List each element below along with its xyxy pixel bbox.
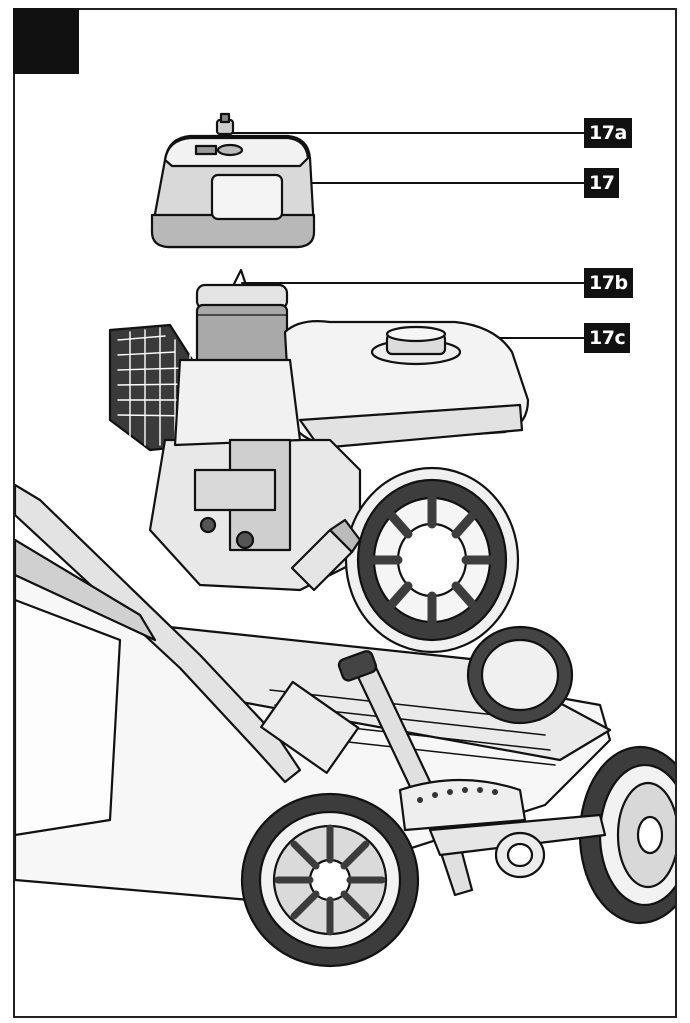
callout-label-17: 17 [584,168,620,198]
air-filter-element [195,268,289,369]
rear-wheel [466,625,574,725]
callout-label-17b: 17b [584,268,633,298]
callout-label-17a: 17a [584,118,632,148]
front-wheel-left [240,792,420,968]
recoil-starter [344,466,520,654]
wing-nut [215,112,235,136]
starter-pull-handle [290,518,362,592]
handle-bar [15,483,360,784]
page-frame [13,8,677,1018]
air-filter-cover [150,134,316,249]
corner-marker-block [13,8,79,74]
fuel-tank [283,320,530,450]
callout-label-17c: 17c [584,323,631,353]
axle-bracket [428,813,607,879]
